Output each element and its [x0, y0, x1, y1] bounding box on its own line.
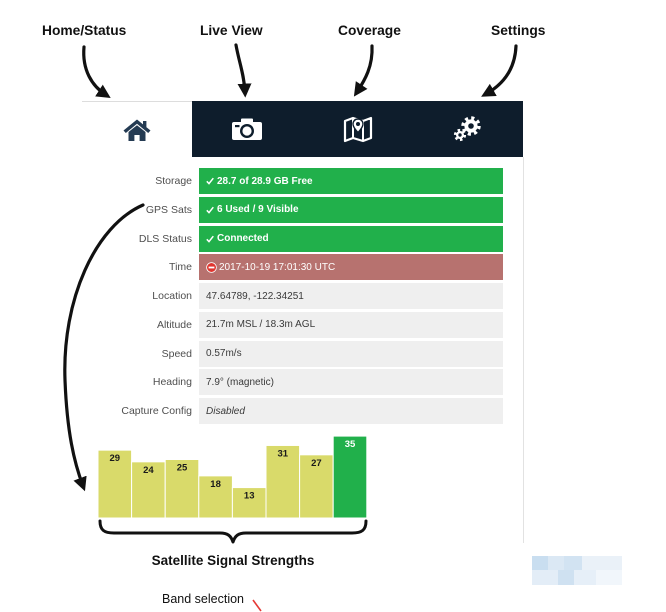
- signal-bar-label: 18: [210, 479, 221, 490]
- arrow-coverage: [353, 44, 374, 97]
- signal-bar: [198, 475, 233, 519]
- status-value-dls-status: Connected: [199, 225, 503, 252]
- signal-bar-label: 35: [345, 439, 356, 450]
- signal-bar: [332, 435, 368, 519]
- arrow-settings: [481, 44, 518, 97]
- map-icon[interactable]: [343, 115, 373, 143]
- gears-icon[interactable]: [452, 115, 484, 143]
- status-value-capture-config: Disabled: [199, 398, 503, 424]
- status-value-altitude: 21.7m MSL / 18.3m AGL: [199, 311, 503, 338]
- annotation-settings: Settings: [491, 23, 546, 38]
- signal-bar-label: 25: [177, 463, 188, 474]
- status-row-altitude: Altitude 21.7m MSL / 18.3m AGL: [0, 311, 503, 338]
- check-icon: [206, 235, 214, 243]
- status-row-capture-config: Capture Config Disabled: [0, 398, 503, 424]
- signal-bar-label: 29: [110, 453, 121, 464]
- panel-border: [523, 157, 524, 543]
- tab-home-status[interactable]: [82, 101, 193, 157]
- signal-bar-label: 31: [278, 448, 289, 459]
- status-value-text: 6 Used / 9 Visible: [217, 204, 299, 216]
- tab-coverage[interactable]: [302, 101, 413, 157]
- status-value-time: 2017-10-19 17:01:30 UTC: [199, 254, 503, 281]
- signal-bar: [231, 487, 267, 519]
- chart-caption: Satellite Signal Strengths: [151, 553, 315, 568]
- status-value-location: 47.64789, -122.34251: [199, 283, 503, 309]
- arrow-live-view: [234, 43, 252, 98]
- signal-bar-label: 13: [244, 491, 255, 502]
- curly-brace: [98, 519, 368, 544]
- pointer-line: [252, 599, 262, 612]
- status-label: Time: [169, 261, 192, 274]
- status-row-storage: Storage 28.7 of 28.9 GB Free: [0, 168, 503, 194]
- status-label: Storage: [155, 175, 192, 187]
- status-value-gps-sats: 6 Used / 9 Visible: [199, 196, 503, 223]
- tab-settings[interactable]: [412, 101, 523, 157]
- status-value-text: 47.64789, -122.34251: [206, 290, 304, 302]
- annotation-live-view: Live View: [200, 23, 263, 38]
- status-value-text: Connected: [217, 233, 269, 244]
- signal-bar: [299, 454, 334, 519]
- status-value-heading: 7.9° (magnetic): [199, 369, 503, 396]
- status-value-text: 7.9° (magnetic): [206, 376, 274, 388]
- status-value-text: 21.7m MSL / 18.3m AGL: [206, 319, 316, 331]
- status-row-gps-sats: GPS Sats 6 Used / 9 Visible: [0, 196, 503, 223]
- signal-bar-label: 24: [143, 465, 154, 476]
- status-row-speed: Speed 0.57m/s: [0, 340, 503, 367]
- annotation-coverage: Coverage: [338, 23, 401, 38]
- no-entry-icon: [206, 261, 217, 273]
- status-label: Heading: [152, 376, 192, 389]
- check-icon: [206, 177, 214, 185]
- status-label: Location: [152, 290, 192, 302]
- signal-bar: [265, 444, 301, 519]
- watermark-blur: [532, 556, 622, 585]
- band-selection-label: Band selection: [162, 592, 245, 606]
- status-label: DLS Status: [138, 232, 192, 245]
- status-value-text: Disabled: [206, 405, 245, 417]
- status-row-heading: Heading 7.9° (magnetic): [0, 369, 503, 396]
- status-label: GPS Sats: [145, 203, 192, 216]
- signal-bars: 29 24 25 18 13 31 27 35: [97, 435, 368, 519]
- status-value-text: 0.57m/s: [206, 348, 242, 359]
- check-icon: [206, 206, 214, 214]
- status-value-text: 2017-10-19 17:01:30 UTC: [219, 261, 336, 273]
- signal-bar: [97, 449, 133, 519]
- signal-bar-label: 27: [311, 458, 322, 469]
- status-value-text: 28.7 of 28.9 GB Free: [217, 175, 313, 187]
- tab-live-view[interactable]: [192, 101, 303, 157]
- status-value-speed: 0.57m/s: [199, 340, 503, 367]
- status-row-location: Location 47.64789, -122.34251: [0, 283, 503, 309]
- status-row-time: Time 2017-10-19 17:01:30 UTC: [0, 254, 503, 281]
- status-label: Capture Config: [121, 405, 192, 417]
- status-label: Altitude: [156, 318, 192, 331]
- home-icon[interactable]: [122, 118, 152, 142]
- nav-bar: [82, 101, 523, 157]
- arrow-home-status: [82, 45, 111, 99]
- status-row-dls-status: DLS Status Connected: [0, 225, 503, 252]
- status-value-storage: 28.7 of 28.9 GB Free: [199, 168, 503, 194]
- status-label: Speed: [161, 347, 192, 360]
- signal-bar: [131, 461, 166, 519]
- camera-icon[interactable]: [231, 117, 263, 141]
- annotation-home-status: Home/Status: [42, 23, 127, 38]
- signal-bar: [164, 459, 200, 519]
